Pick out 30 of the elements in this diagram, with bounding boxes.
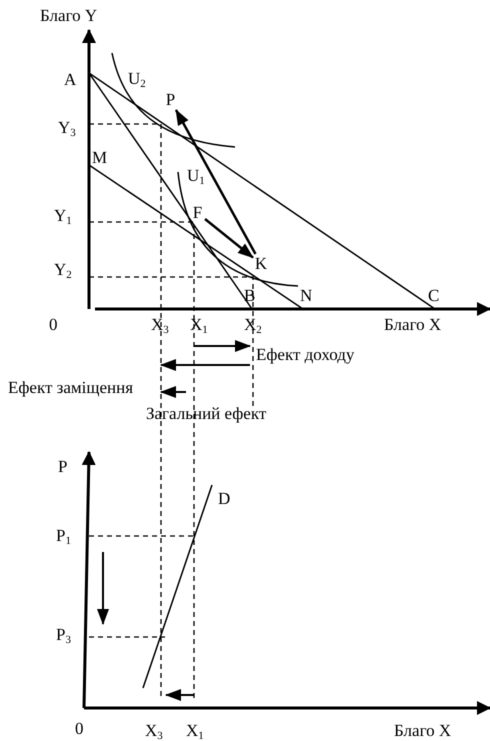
axis-label: Загальний ефект: [146, 404, 266, 424]
axis-label: C: [428, 286, 440, 306]
axis-label: Y$_{2}$: [54, 260, 72, 280]
axis-label: N: [300, 286, 312, 306]
axis-label: P$_{1}$: [56, 526, 71, 546]
point-label: F: [190, 203, 205, 223]
point-label: P: [162, 90, 179, 110]
axis-label: P$_{3}$: [56, 625, 71, 645]
axis-label: X$_{2}$: [244, 315, 262, 335]
arrow: [204, 218, 254, 259]
point-label: K: [253, 254, 269, 274]
axis-label: A: [64, 70, 76, 90]
axis-label: X$_{3}$: [145, 721, 163, 741]
axis-label: U$_{2}$: [128, 69, 146, 89]
axis-label: X$_{1}$: [186, 721, 204, 741]
axis-label: P: [58, 457, 68, 477]
axis-label: Ефект доходу: [256, 345, 354, 365]
axis-label: D: [218, 489, 230, 509]
axis-label: U$_{1}$: [187, 166, 205, 186]
axis-label: 0: [75, 719, 84, 739]
axis-label: Благо X: [394, 721, 452, 741]
axis-label: Y$_{3}$: [58, 118, 76, 138]
axis-label: Благо Y: [40, 6, 98, 26]
axis-label: Y$_{1}$: [54, 206, 72, 226]
axis-label: Ефект заміщення: [8, 378, 134, 398]
axis-label: X$_{3}$: [151, 315, 169, 335]
axis-label: 0: [49, 315, 58, 335]
axis-label: M: [92, 148, 108, 168]
arrow: [174, 109, 257, 255]
axis-label: Благо X: [384, 315, 442, 335]
